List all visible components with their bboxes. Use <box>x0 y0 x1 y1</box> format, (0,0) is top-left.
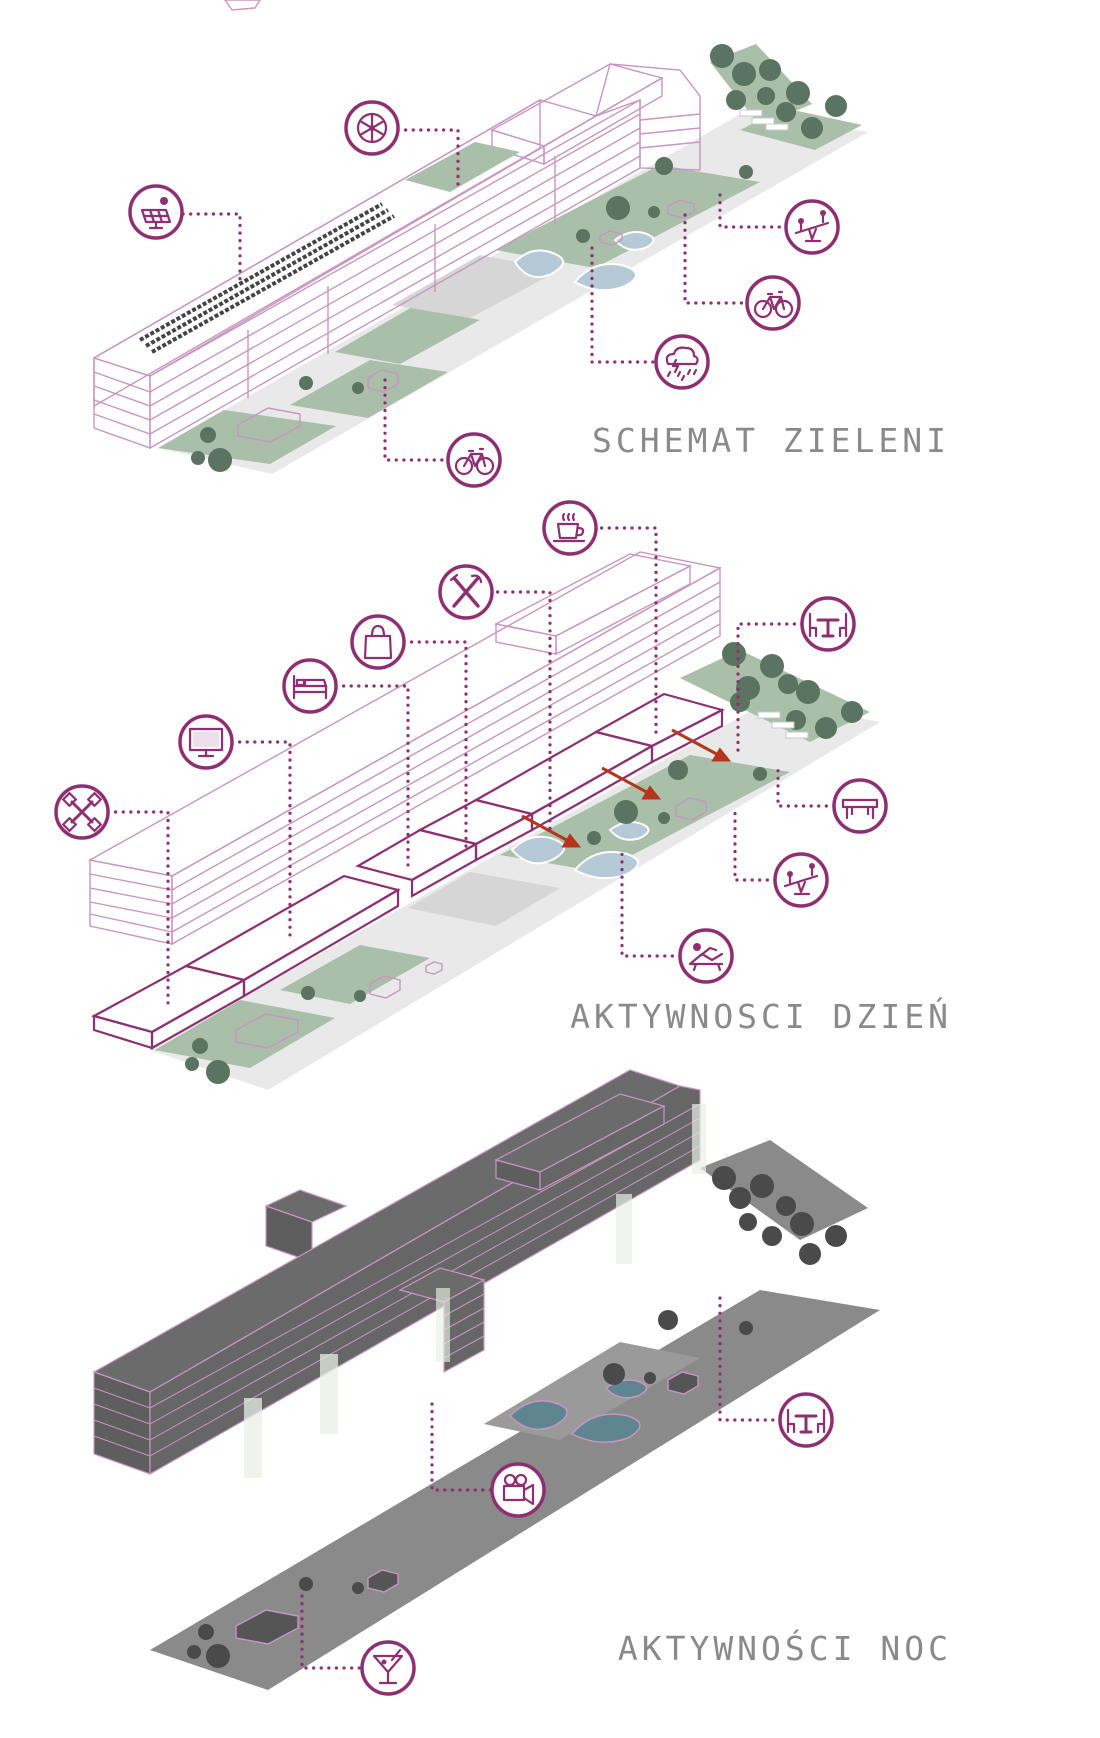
lit-stairwell <box>436 1288 450 1362</box>
green-patch <box>335 307 480 364</box>
picnic-table-icon <box>800 596 856 652</box>
leader-line <box>733 810 777 882</box>
water-pond <box>573 851 639 880</box>
leader-line <box>718 193 792 229</box>
flow-arrows <box>521 728 732 848</box>
pavilion <box>667 199 695 219</box>
lit-stairwell <box>616 1194 632 1264</box>
coffee-cup-icon <box>542 500 598 556</box>
fork-knife-icon <box>438 564 494 620</box>
leader-line <box>718 1296 782 1422</box>
panel-title-green: SCHEMAT ZIELENI <box>592 421 950 460</box>
leader-line <box>683 213 747 305</box>
green-patch <box>290 360 448 418</box>
movie-camera-icon <box>490 1462 546 1518</box>
water-pond <box>513 249 564 278</box>
leader-line <box>334 684 410 874</box>
leader-line <box>396 128 460 192</box>
playground-seesaw-icon <box>784 199 840 255</box>
picnic-table-icon <box>778 1392 834 1448</box>
cropped-top-fragment <box>224 0 261 11</box>
panel-day-activities: AKTYWNOSCI DZIEŃ <box>54 500 952 1090</box>
leader-line <box>181 212 242 282</box>
pavilion <box>675 797 707 821</box>
lit-stairwell <box>244 1398 262 1478</box>
leader-line <box>106 810 170 1012</box>
tree-group <box>185 642 863 1084</box>
panel-title-day: AKTYWNOSCI DZIEŃ <box>570 996 952 1036</box>
leader-line <box>736 622 804 754</box>
parking-rows <box>739 109 789 131</box>
pavilion <box>235 1609 299 1645</box>
monitor-icon <box>178 714 234 770</box>
leader-line <box>592 526 658 740</box>
green-patch <box>495 165 760 268</box>
leader-line <box>488 590 552 832</box>
leader-line <box>383 378 450 462</box>
fitness-icon <box>54 784 110 840</box>
pavilion <box>367 1569 399 1593</box>
water-pond <box>573 263 637 292</box>
pavilion <box>367 369 399 393</box>
solar-array <box>139 202 395 354</box>
parking-rows <box>757 711 809 739</box>
leader-line <box>590 246 657 364</box>
plaza-patch <box>408 872 560 926</box>
roof-garden <box>405 142 520 192</box>
bicycle-icon <box>745 275 801 331</box>
green-patch <box>280 945 430 1004</box>
sunbed-icon <box>678 928 734 984</box>
pavilion <box>599 230 623 246</box>
water-pond <box>510 835 565 865</box>
leader-line <box>300 1594 364 1670</box>
cocktail-icon <box>360 1640 416 1696</box>
building-block <box>92 63 701 450</box>
night-tree-group <box>187 1166 847 1668</box>
leader-line <box>402 640 468 850</box>
tree-group <box>191 44 847 472</box>
ground-floor-units <box>91 692 726 1050</box>
plaza-patch <box>392 255 560 318</box>
lit-stairwell <box>320 1354 338 1434</box>
leader-line <box>230 740 292 944</box>
bicycle-icon <box>446 432 502 488</box>
lit-stairwell <box>692 1104 706 1174</box>
night-green-patch <box>700 1140 868 1240</box>
water-pond <box>570 1413 641 1443</box>
bench-icon <box>832 778 888 834</box>
wind-turbine-icon <box>344 100 400 156</box>
pavilion <box>667 1371 699 1395</box>
water-pond <box>508 1400 568 1431</box>
panel-green-schema: SCHEMAT ZIELENI <box>92 0 950 488</box>
pavilion <box>425 961 443 975</box>
playground-seesaw-icon <box>773 852 829 908</box>
pavilion <box>237 407 301 443</box>
rain-cloud-icon <box>654 334 710 390</box>
building-outline <box>87 551 722 946</box>
water-pond <box>613 231 655 251</box>
pavilion <box>369 975 401 999</box>
panel-night-activities: AKTYWNOŚCI NOC <box>92 1069 952 1696</box>
pavilion <box>235 1013 299 1049</box>
leader-line <box>620 846 682 958</box>
solar-panel-icon <box>128 184 184 240</box>
shopping-bag-icon <box>350 614 406 670</box>
panel-title-night: AKTYWNOŚCI NOC <box>618 1628 952 1668</box>
night-building-block <box>92 1069 706 1478</box>
bed-icon <box>282 658 338 714</box>
